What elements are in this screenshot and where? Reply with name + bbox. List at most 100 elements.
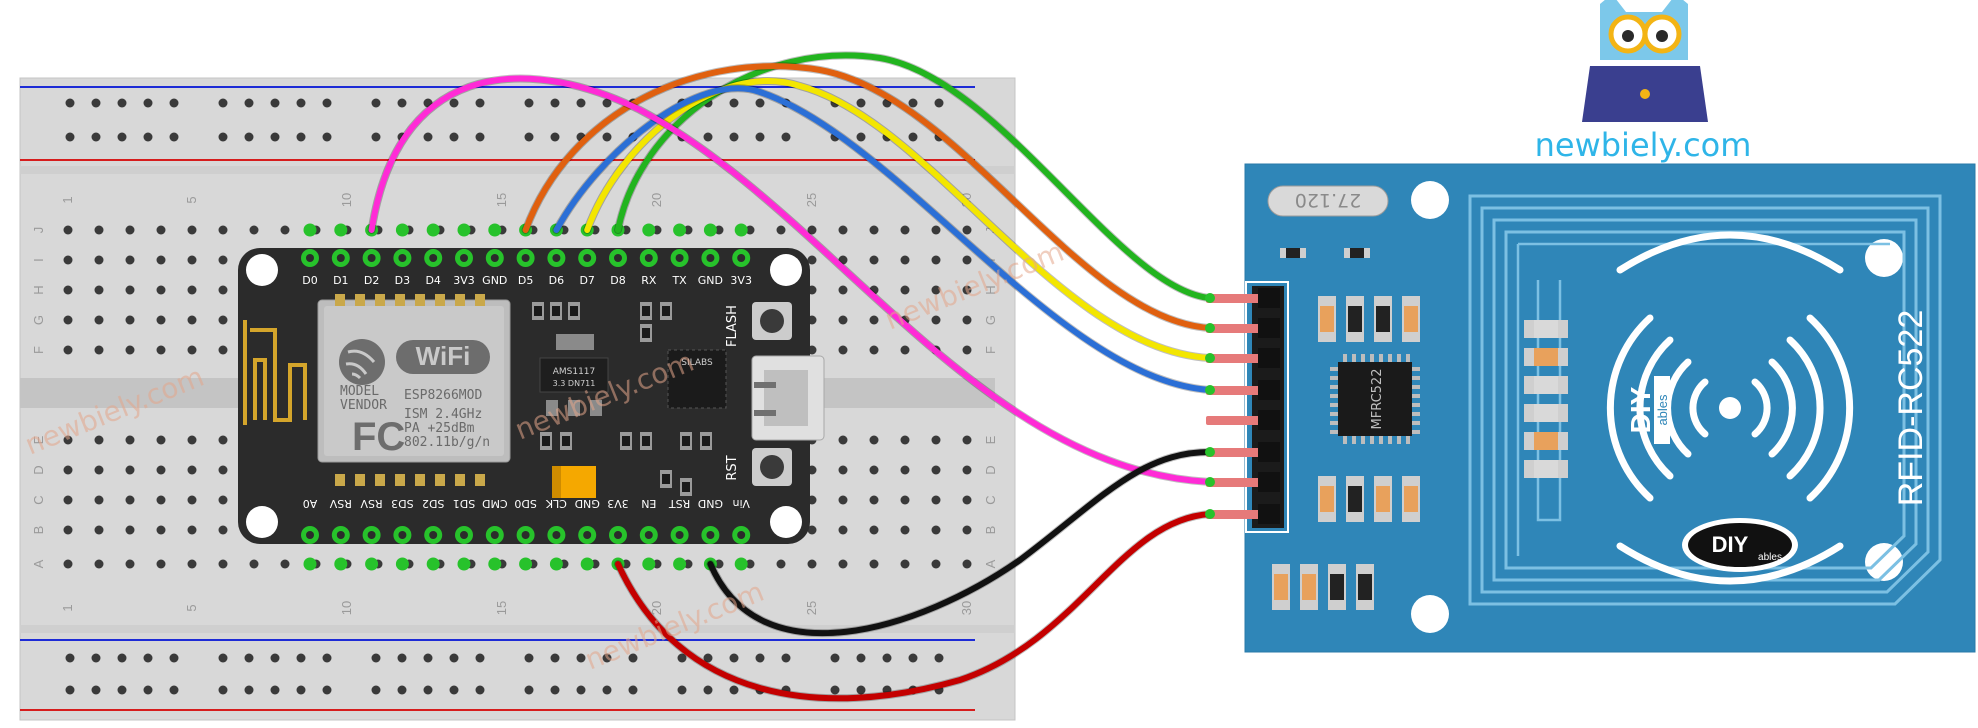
bottom-pin-hole [460, 531, 468, 539]
rail-hole [576, 685, 586, 695]
bottom-pin-label: EN [641, 497, 656, 510]
chip-pin [1412, 421, 1420, 425]
hole [900, 255, 910, 265]
hole [94, 495, 104, 505]
rail-hole [677, 685, 687, 695]
rail-hole [524, 653, 534, 663]
smd-body [1534, 348, 1558, 366]
rail-hole [91, 653, 101, 663]
smd-body [1534, 432, 1558, 450]
hole [218, 525, 228, 535]
top-pin-label: TX [671, 274, 687, 287]
crystal-label: 27.120 [1295, 189, 1361, 211]
chip-pin [1330, 394, 1338, 398]
hole [156, 255, 166, 265]
column-number: 5 [184, 604, 199, 611]
breadboard-pin-bottom [488, 557, 502, 571]
hole [156, 285, 166, 295]
bottom-pin-hole [521, 531, 530, 539]
rail-hole [244, 685, 254, 695]
top-pin-label: D1 [333, 274, 348, 287]
hole [218, 225, 228, 235]
chip-pin [1352, 436, 1356, 444]
usb-chip-label: SILABS [681, 358, 713, 368]
smd-body [1350, 248, 1364, 258]
smd-body [662, 306, 670, 316]
rail-hole [371, 653, 381, 663]
header-pin-base [1258, 472, 1280, 492]
rail-hole [908, 98, 918, 108]
wire-red [615, 511, 1213, 702]
hole [125, 525, 135, 535]
rail-hole [91, 132, 101, 142]
breadboard-pin-top [642, 223, 656, 237]
chip-pin [1379, 354, 1383, 362]
rail-hole [371, 685, 381, 695]
hole [156, 435, 166, 445]
hole [931, 285, 941, 295]
module-pin [355, 294, 365, 306]
diyables-badge: DIY ables [1682, 518, 1798, 572]
row-letter: H [31, 285, 46, 294]
hole [156, 559, 166, 569]
column-number: 15 [494, 193, 509, 207]
micro-usb-port[interactable] [751, 355, 825, 441]
flash-button[interactable] [752, 302, 792, 340]
smd-body [642, 328, 650, 338]
rail-hole [143, 653, 153, 663]
chip-pin [1330, 403, 1338, 407]
hole [714, 559, 724, 569]
bottom-pin-label: SD2 [422, 497, 444, 510]
rail-hole [449, 98, 459, 108]
bottom-pin-label: SD0 [514, 497, 536, 510]
rail-hole [830, 685, 840, 695]
rail-hole [423, 653, 433, 663]
bottom-pin-label: RSV [360, 497, 383, 510]
wire-yellow [584, 78, 1213, 361]
bottom-pin-label: GND [575, 497, 600, 510]
reset-button[interactable] [752, 448, 792, 486]
rail-hole [270, 653, 280, 663]
top-pin-hole [306, 254, 314, 262]
hole [156, 465, 166, 475]
hole [125, 559, 135, 569]
hole [838, 465, 848, 475]
rail-hole [91, 685, 101, 695]
smd-body [1302, 574, 1316, 600]
rail-hole [244, 132, 254, 142]
rail-hole [91, 98, 101, 108]
module-text-line: ESP8266MOD [404, 388, 482, 403]
hole [156, 525, 166, 535]
breadboard-pin-top [426, 223, 440, 237]
hole [838, 315, 848, 325]
hole [187, 465, 197, 475]
hole [962, 559, 972, 569]
smd-body [1534, 320, 1558, 338]
regulator-label: AMS1117 [553, 367, 596, 377]
row-letter: I [31, 258, 46, 262]
bottom-pin-hole [367, 531, 376, 539]
module-pin [435, 294, 445, 306]
hole [869, 255, 879, 265]
rail-hole [322, 132, 332, 142]
chip-pin [1343, 436, 1347, 444]
rail-hole [602, 132, 612, 142]
hole [249, 559, 259, 569]
hole [931, 225, 941, 235]
hole [869, 525, 879, 535]
chip-pins [1330, 354, 1420, 444]
hole [63, 559, 73, 569]
bottom-pin-hole [429, 531, 438, 539]
top-pin-label: RX [641, 274, 657, 287]
rail-hole [856, 132, 866, 142]
breadboard-pin-bottom [395, 557, 409, 571]
wire-green-end [1205, 293, 1215, 303]
rail-hole [524, 98, 534, 108]
top-pin-hole [521, 254, 530, 262]
flash-label: FLASH [725, 305, 740, 347]
brand-site-text: newbiely.com [1535, 126, 1752, 164]
wire-green [615, 52, 1213, 301]
row-letter: B [983, 526, 998, 535]
